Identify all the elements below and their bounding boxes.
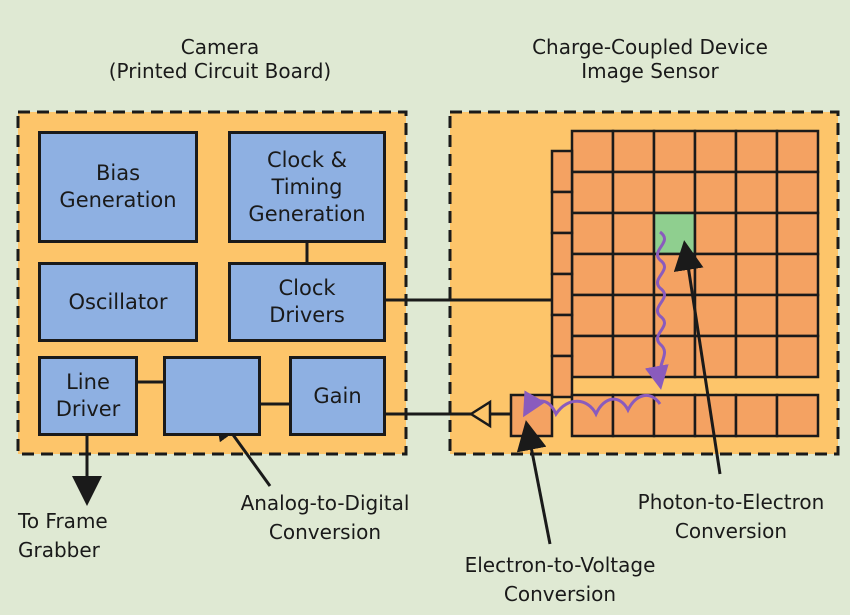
clock-comb-tooth [550, 149, 574, 194]
pixel-cell [611, 334, 656, 379]
p-to-e-arrow [673, 240, 722, 475]
pixel-cell [570, 293, 615, 338]
clock-comb-tooth [550, 190, 574, 235]
pixel-cell [775, 252, 820, 297]
pixel-cell [570, 211, 615, 256]
sensor-title: Charge-Coupled Device Image Sensor [532, 35, 768, 83]
pixel-cell [570, 170, 615, 215]
pixel-cell [693, 129, 738, 174]
vertical-charge-path [644, 230, 669, 390]
pixel-cell [611, 170, 656, 215]
pixel-cell [693, 293, 738, 338]
clock-comb-tooth [550, 354, 574, 399]
output-amplifier-icon [468, 399, 492, 429]
pixel-cell [734, 170, 779, 215]
vertical-clock-comb [550, 149, 574, 399]
pixel-cell [570, 252, 615, 297]
pixel-cell [775, 211, 820, 256]
pixel-cell [775, 170, 820, 215]
pixel-cell [693, 211, 738, 256]
pixel-cell [693, 170, 738, 215]
serial-register-cell [734, 393, 779, 438]
frame-grabber-label: To Frame Grabber [18, 509, 108, 562]
pixel-cell [693, 252, 738, 297]
pixel-cell [734, 129, 779, 174]
clock-timing-generation-block: Clock & Timing Generation [228, 131, 386, 243]
photon-to-electron-label: Photon-to-Electron Conversion [637, 490, 825, 543]
serial-register [570, 393, 820, 438]
pixel-cell [775, 293, 820, 338]
pixel-cell [652, 170, 697, 215]
gain-block: Gain [289, 356, 386, 436]
camera-title: Camera (Printed Circuit Board) [108, 35, 332, 83]
pixel-cell [734, 293, 779, 338]
pixel-cell [611, 252, 656, 297]
clock-drivers-block: Clock Drivers [228, 262, 386, 342]
pixel-cell [734, 252, 779, 297]
horizontal-charge-path [523, 390, 662, 418]
bias-generation-block: Bias Generation [38, 131, 198, 243]
pixel-cell [570, 334, 615, 379]
pixel-cell [734, 211, 779, 256]
serial-register-cell [693, 393, 738, 438]
line-driver-block: Line Driver [38, 356, 138, 436]
clock-comb-tooth [550, 272, 574, 317]
pixel-cell [611, 293, 656, 338]
pixel-cell [611, 129, 656, 174]
pixel-cell [734, 334, 779, 379]
serial-register-cell [652, 393, 697, 438]
oscillator-block: Oscillator [38, 262, 198, 342]
pixel-cell [611, 211, 656, 256]
analog-to-digital-block [163, 356, 261, 436]
e-to-v-arrow [516, 420, 552, 545]
electron-to-voltage-label: Electron-to-Voltage Conversion [464, 553, 656, 606]
pixel-cell [775, 334, 820, 379]
adc-conversion-label: Analog-to-Digital Conversion [240, 491, 410, 544]
pixel-cell [775, 129, 820, 174]
clock-comb-tooth [550, 231, 574, 276]
pixel-array [570, 129, 820, 379]
serial-register-cell [775, 393, 820, 438]
pixel-cell [652, 129, 697, 174]
pixel-cell [570, 129, 615, 174]
clock-comb-tooth [550, 313, 574, 358]
